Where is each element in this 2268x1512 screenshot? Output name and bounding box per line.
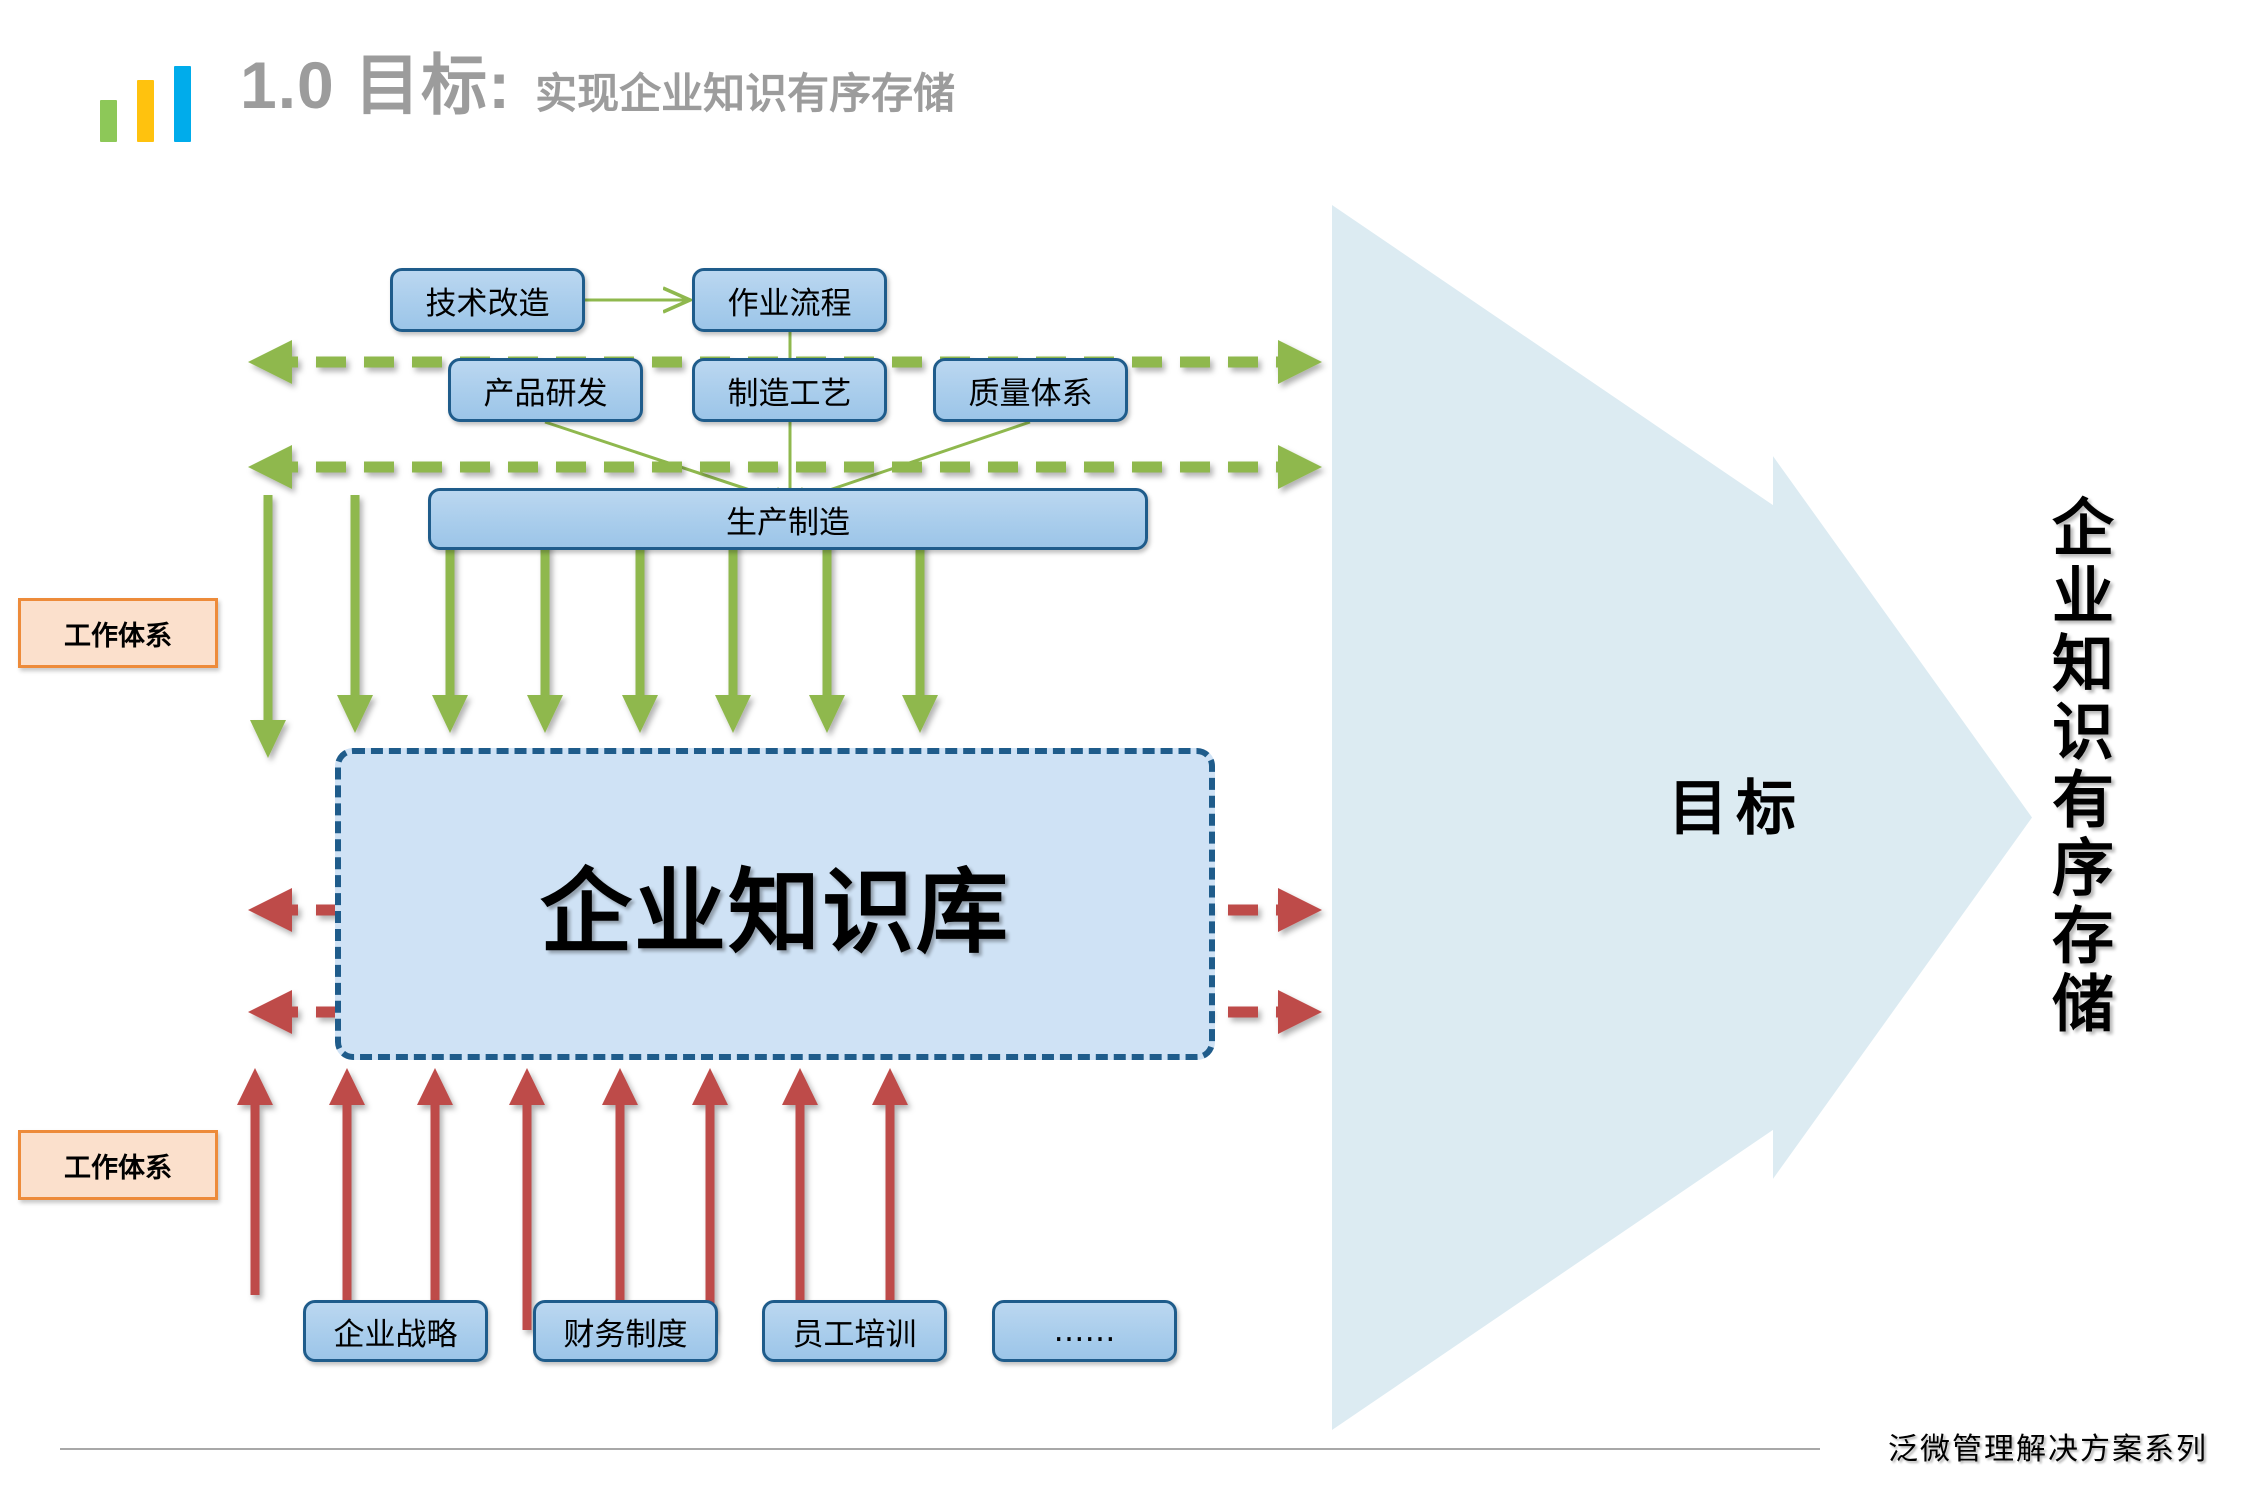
process-box-finance-policy: 财务制度: [533, 1300, 718, 1362]
page-title: 1.0 目标:: [240, 48, 512, 122]
work-system-label-top: 工作体系: [18, 598, 218, 668]
process-box-label: 生产制造: [726, 504, 850, 541]
process-box-label: 员工培训: [792, 1316, 917, 1353]
footer-divider: [60, 1448, 1820, 1450]
work-system-label: 工作体系: [64, 1152, 172, 1184]
process-box-production: 生产制造: [428, 488, 1148, 550]
process-box-label: 作业流程: [727, 285, 852, 322]
logo-blue-bar-icon: [174, 66, 191, 142]
process-box-label: 企业战略: [333, 1316, 458, 1353]
page-title-row: 1.0 目标: 实现企业知识有序存储: [240, 52, 955, 118]
process-box-corporate-strategy: 企业战略: [303, 1300, 488, 1362]
process-box-product-rd: 产品研发: [448, 358, 643, 422]
process-box-label: ……: [1053, 1313, 1116, 1349]
footer-text: 泛微管理解决方案系列: [1888, 1432, 2208, 1467]
process-box-staff-training: 员工培训: [762, 1300, 947, 1362]
process-box-quality-system: 质量体系: [933, 358, 1128, 422]
process-box-label: 技术改造: [425, 285, 550, 322]
process-box-label: 质量体系: [968, 375, 1093, 412]
brand-logo-bars: [100, 62, 220, 142]
enterprise-knowledge-base-box: 企业知识库: [335, 748, 1215, 1060]
work-system-label: 工作体系: [64, 620, 172, 652]
green-dashed-arrow-lower: [248, 445, 1322, 489]
process-box-ellipsis: ……: [992, 1300, 1177, 1362]
knowledge-base-label: 企业知识库: [539, 858, 1010, 966]
outcome-vertical-text: 企业知识有序存储: [2041, 495, 2114, 1039]
page-subtitle: 实现企业知识有序存储: [535, 70, 956, 117]
process-box-work-process: 作业流程: [692, 268, 887, 332]
work-system-label-bottom: 工作体系: [18, 1130, 218, 1200]
goal-arrow-label: 目标: [1668, 774, 1804, 844]
process-box-manufacturing-craft: 制造工艺: [692, 358, 887, 422]
process-box-label: 财务制度: [563, 1316, 688, 1353]
red-up-arrows: [237, 1068, 908, 1330]
process-box-label: 制造工艺: [727, 375, 852, 412]
process-box-tech-upgrade: 技术改造: [390, 268, 585, 332]
process-box-label: 产品研发: [483, 375, 608, 412]
logo-green-bar-icon: [100, 100, 117, 142]
logo-yellow-bar-icon: [137, 80, 154, 142]
